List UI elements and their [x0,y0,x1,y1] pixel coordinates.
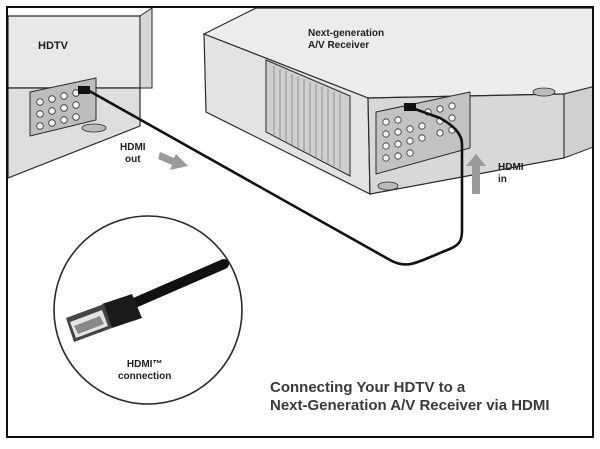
hdmi-cable [83,86,464,266]
hdmi-out-label-line2: out [125,154,141,165]
hdmi-out-label: HDMI out [120,142,146,166]
receiver-device [202,8,592,195]
receiver-label: Next-generation A/V Receiver [308,28,384,52]
caption-line1: Connecting Your HDTV to a [270,379,466,396]
hdmi-in-label-line1: HDMI [498,162,524,173]
diagram-frame: HDTV Next-generation A/V Receiver HDMI o… [6,6,594,438]
connector-closeup [53,215,243,405]
hdtv-hdmi-port [78,86,90,94]
receiver-label-line1: Next-generation [308,28,385,39]
hdmi-in-label-line2: in [498,174,507,185]
hdmi-in-label: HDMI in [498,162,524,186]
diagram-caption: Connecting Your HDTV to a Next-Generatio… [270,379,550,415]
caption-line2: Next-Generation A/V Receiver via HDMI [270,397,550,414]
hdmi-out-label-line1: HDMI [120,142,146,153]
hdmi-out-arrow [158,152,188,170]
receiver-label-line2: A/V Receiver [308,40,370,51]
receiver-hdmi-port [404,103,416,111]
hdtv-device [8,8,153,179]
connection-label-line1: HDMI™ [126,359,163,370]
hdmi-in-arrow [466,154,486,194]
diagram-canvas [8,8,592,405]
connection-label: HDMI™ connection [118,359,171,383]
connection-label-line2: connection [118,371,172,382]
hdtv-label: HDTV [38,40,68,52]
